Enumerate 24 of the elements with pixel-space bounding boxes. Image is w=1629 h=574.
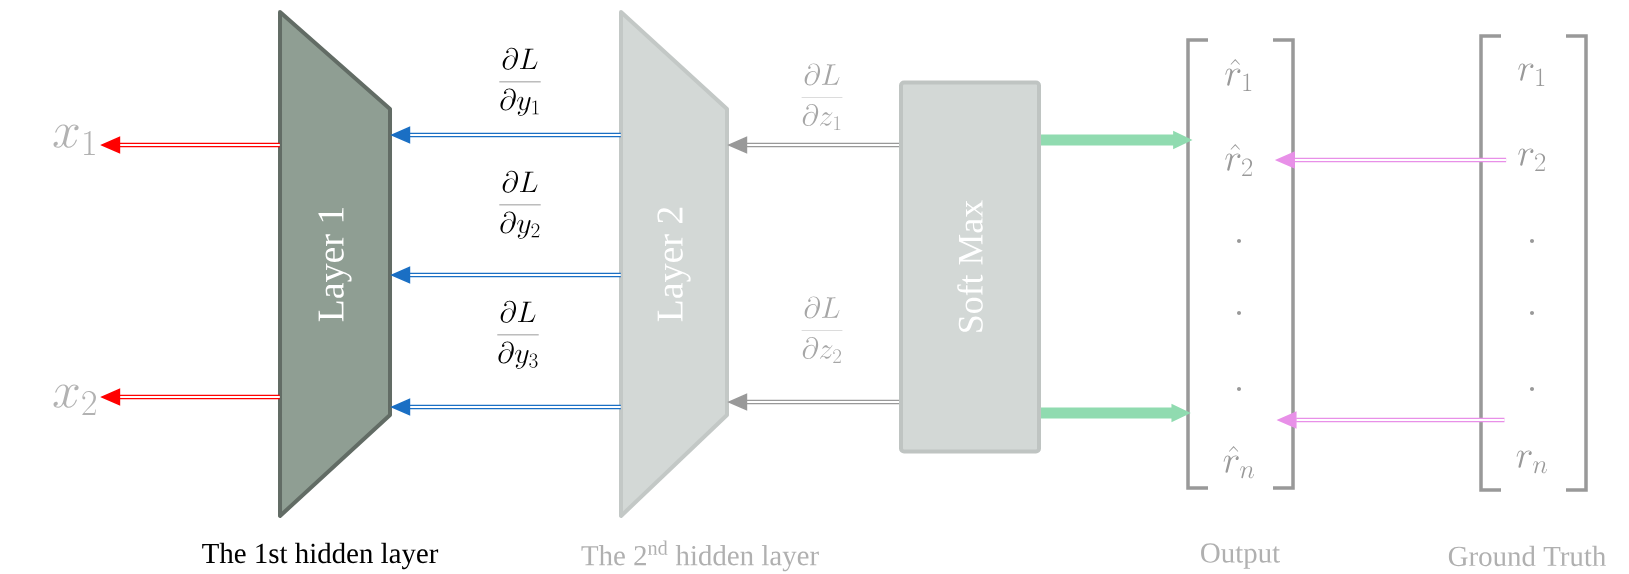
vector-entry: $\cdot$ bbox=[1237, 238, 1241, 243]
vector-entry: $\cdot$ bbox=[1530, 238, 1534, 243]
edge-label: $\frac{\partial L}{\partial y_2}$ bbox=[497, 170, 543, 240]
vector-entry: $\hat{r}_n$ bbox=[1223, 446, 1255, 479]
variable-label: $x_1$ bbox=[53, 124, 95, 156]
vector-entry: $r_2$ bbox=[1518, 148, 1546, 171]
node-label: Output bbox=[1201, 543, 1280, 569]
variable-label: $x_2$ bbox=[53, 384, 96, 416]
vector-entry: $\cdot$ bbox=[1530, 310, 1534, 315]
node-label: The 1st hidden layer bbox=[202, 542, 439, 570]
node-label: Ground Truth bbox=[1448, 545, 1606, 567]
vector-entry: $\cdot$ bbox=[1530, 386, 1534, 391]
vector-entry: $\hat{r}_2$ bbox=[1225, 144, 1253, 176]
vector-entry: $\cdot$ bbox=[1237, 386, 1241, 391]
edge-label: $\frac{\partial L}{\partial z_1}$ bbox=[799, 63, 845, 131]
vector-entry: $\cdot$ bbox=[1237, 310, 1241, 315]
vector-entry: $\hat{r}_1$ bbox=[1225, 59, 1252, 91]
layer-trapezoid: Layer 1 bbox=[278, 10, 392, 518]
vector-entry: $r_1$ bbox=[1518, 63, 1545, 86]
node-label: The 2$^{nd}$ hidden layer bbox=[581, 540, 819, 572]
vector-entry: $r_n$ bbox=[1516, 450, 1548, 474]
edge-label: $\frac{\partial L}{\partial y_1}$ bbox=[497, 47, 543, 117]
edge-label: $\frac{\partial L}{\partial y_3}$ bbox=[495, 300, 541, 370]
edge-label: $\frac{\partial L}{\partial z_2}$ bbox=[799, 296, 845, 364]
